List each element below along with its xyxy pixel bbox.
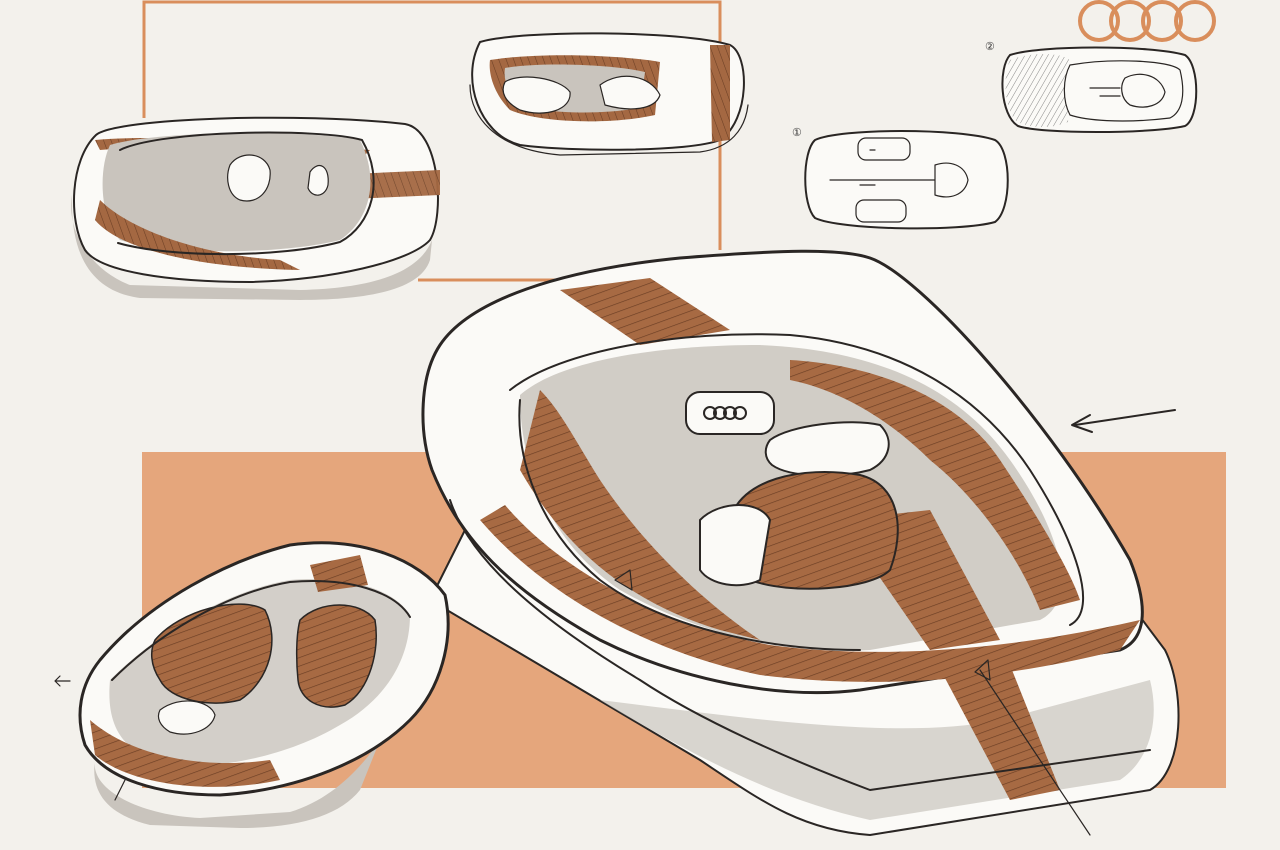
- view-1-number: ①: [792, 127, 802, 139]
- sketch-pod-top-middle: [469, 32, 749, 156]
- sketch-pod-top-left: [71, 116, 440, 300]
- view-2-number: ②: [985, 41, 995, 53]
- dash-audi-rings: [703, 406, 747, 420]
- audi-rings-logo: [1078, 0, 1216, 42]
- direction-arrow-icon: [1071, 409, 1176, 433]
- plan-view-2: ②: [985, 41, 1198, 133]
- sketch-pod-main: [421, 249, 1180, 836]
- plan-view-1: ①: [792, 127, 1009, 230]
- sketch-pod-bottom-left: [54, 541, 450, 828]
